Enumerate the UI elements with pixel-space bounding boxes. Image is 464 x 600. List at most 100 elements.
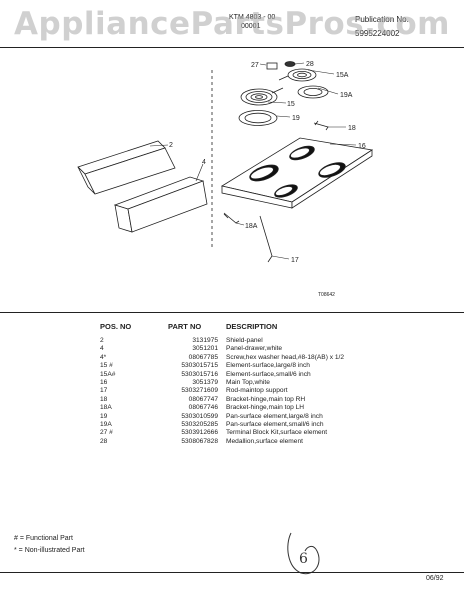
table-row: 15A# 5303015716 Element-surface,small/6 … <box>100 371 344 379</box>
row-part: 5303205285 <box>181 421 218 429</box>
table-row: 4* 08067785 Screw,hex washer head,#8-18(… <box>100 354 344 362</box>
legend-non-illustrated: * = Non-illustrated Part <box>14 547 85 554</box>
table-row: 18 08067747 Bracket-hinge,main top RH <box>100 396 344 404</box>
drawer-panel-part <box>113 176 208 233</box>
row-pos: 19A <box>100 421 112 429</box>
row-pos: 27 # <box>100 429 113 437</box>
table-row: 27 # 5303912666 Terminal Block Kit,surfa… <box>100 429 344 437</box>
row-part: 3051379 <box>192 379 218 387</box>
row-pos: 15A# <box>100 370 116 378</box>
table-row: 2 3131975 Shield-panel <box>100 337 344 345</box>
row-pos: 15 # <box>100 362 113 370</box>
support-rod <box>259 215 273 263</box>
row-part: 5308067828 <box>181 437 218 445</box>
row-desc: Panel-drawer,white <box>226 345 283 353</box>
drip-pan-small <box>297 85 329 99</box>
footer-date: 06/92 <box>426 575 444 582</box>
callout-2: 2 <box>169 142 173 149</box>
callout-27: 27 <box>251 62 259 69</box>
terminal-block <box>266 62 278 70</box>
hinge-bracket-rh <box>313 120 329 131</box>
row-part: 08067746 <box>188 404 218 412</box>
callout-4: 4 <box>202 159 206 166</box>
row-desc: Pan-surface element,large/8 inch <box>226 412 323 420</box>
legend: # = Functional Part * = Non-illustrated … <box>14 533 85 557</box>
row-desc: Main Top,white <box>226 379 270 387</box>
handwritten-circle-icon: 6 <box>287 532 320 575</box>
row-desc: Element-surface,large/8 inch <box>226 362 310 370</box>
table-row: 4 3051201 Panel-drawer,white <box>100 345 344 353</box>
col-desc-header: DESCRIPTION <box>226 322 278 331</box>
row-desc: Medallion,surface element <box>226 437 303 445</box>
row-desc: Bracket-hinge,main top RH <box>226 395 306 403</box>
row-pos: 18A <box>100 404 112 412</box>
model-number-line1: KTM 4803 - 00 <box>229 14 276 21</box>
table-row: 17 5303271609 Rod-maintop support <box>100 387 344 395</box>
header-rule <box>0 47 464 48</box>
row-part: 08067747 <box>188 395 218 403</box>
callout-17: 17 <box>291 257 299 264</box>
row-part: 5303271609 <box>181 387 218 395</box>
row-pos: 16 <box>100 379 108 387</box>
row-pos: 18 <box>100 395 108 403</box>
row-part: 3131975 <box>192 337 218 344</box>
table-row: 28 5308067828 Medallion,surface element <box>100 438 344 446</box>
col-pos-header: POS. NO <box>100 322 132 331</box>
hinge-bracket-lh <box>223 212 240 224</box>
diagram-ref-code: T08642 <box>318 292 335 298</box>
callout-19A: 19A <box>340 92 353 99</box>
publication-block: Publication No. 5995224002 <box>355 13 409 41</box>
callout-19: 19 <box>292 115 300 122</box>
callout-16: 16 <box>358 143 366 150</box>
row-part: 08067785 <box>188 353 218 361</box>
row-part: 5303015716 <box>181 370 218 378</box>
row-desc: Bracket-hinge,main top LH <box>226 404 305 412</box>
callout-18A: 18A <box>245 223 258 230</box>
row-part: 5303015715 <box>181 362 218 370</box>
legend-functional: # = Functional Part <box>14 535 73 542</box>
row-part: 5303912666 <box>181 429 218 437</box>
parts-table-header: POS. NO PART NO DESCRIPTION <box>100 322 344 337</box>
row-desc: Screw,hex washer head,#8-18(AB) x 1/2 <box>226 353 345 361</box>
diagram-rule <box>0 312 464 313</box>
row-desc: Element-surface,small/6 inch <box>226 370 311 378</box>
publication-number: 5995224002 <box>355 29 400 38</box>
diagram-drawing: 27 28 15A 15 19A 19 18 16 2 4 18A 17 T08… <box>77 61 374 298</box>
callout-28: 28 <box>306 61 314 68</box>
surface-element-small <box>278 68 317 82</box>
row-pos: 19 <box>100 412 108 420</box>
callout-18: 18 <box>348 125 356 132</box>
row-desc: Shield-panel <box>226 337 263 344</box>
handwritten-number: 6 <box>299 551 308 567</box>
table-row: 18A 08067746 Bracket-hinge,main top LH <box>100 404 344 412</box>
row-part: 5303010599 <box>181 412 218 420</box>
handwritten-mark: 6 <box>283 527 327 579</box>
row-pos: 4* <box>100 353 107 361</box>
surface-element-large <box>240 87 284 106</box>
drip-pan-large <box>238 110 278 126</box>
row-desc: Pan-surface element,small/6 inch <box>226 421 324 429</box>
callout-15A: 15A <box>336 72 349 79</box>
row-pos: 4 <box>100 345 104 353</box>
watermark: AppliancePartsPros.com <box>14 6 450 42</box>
publication-label: Publication No. <box>355 15 409 24</box>
parts-table: POS. NO PART NO DESCRIPTION 2 3131975 Sh… <box>100 322 344 446</box>
callout-15: 15 <box>287 101 295 108</box>
row-pos: 17 <box>100 387 108 395</box>
row-desc: Rod-maintop support <box>226 387 288 395</box>
leader-lines <box>149 62 357 260</box>
row-pos: 2 <box>100 337 104 344</box>
row-part: 3051201 <box>192 345 218 353</box>
footer-rule <box>0 572 464 573</box>
table-row: 15 # 5303015715 Element-surface,large/8 … <box>100 362 344 370</box>
medallion <box>284 61 296 67</box>
col-part-header: PART NO <box>168 322 202 331</box>
shield-panel-part <box>77 140 176 195</box>
row-pos: 28 <box>100 437 108 445</box>
exploded-diagram: 27 28 15A 15 19A 19 18 16 2 4 18A 17 T08… <box>0 56 464 310</box>
main-top-part <box>220 137 374 209</box>
table-row: 16 3051379 Main Top,white <box>100 379 344 387</box>
model-number-line2: 00001 <box>241 23 261 30</box>
model-number: KTM 4803 - 00 00001 <box>229 13 275 31</box>
table-row: 19A 5303205285 Pan-surface element,small… <box>100 421 344 429</box>
